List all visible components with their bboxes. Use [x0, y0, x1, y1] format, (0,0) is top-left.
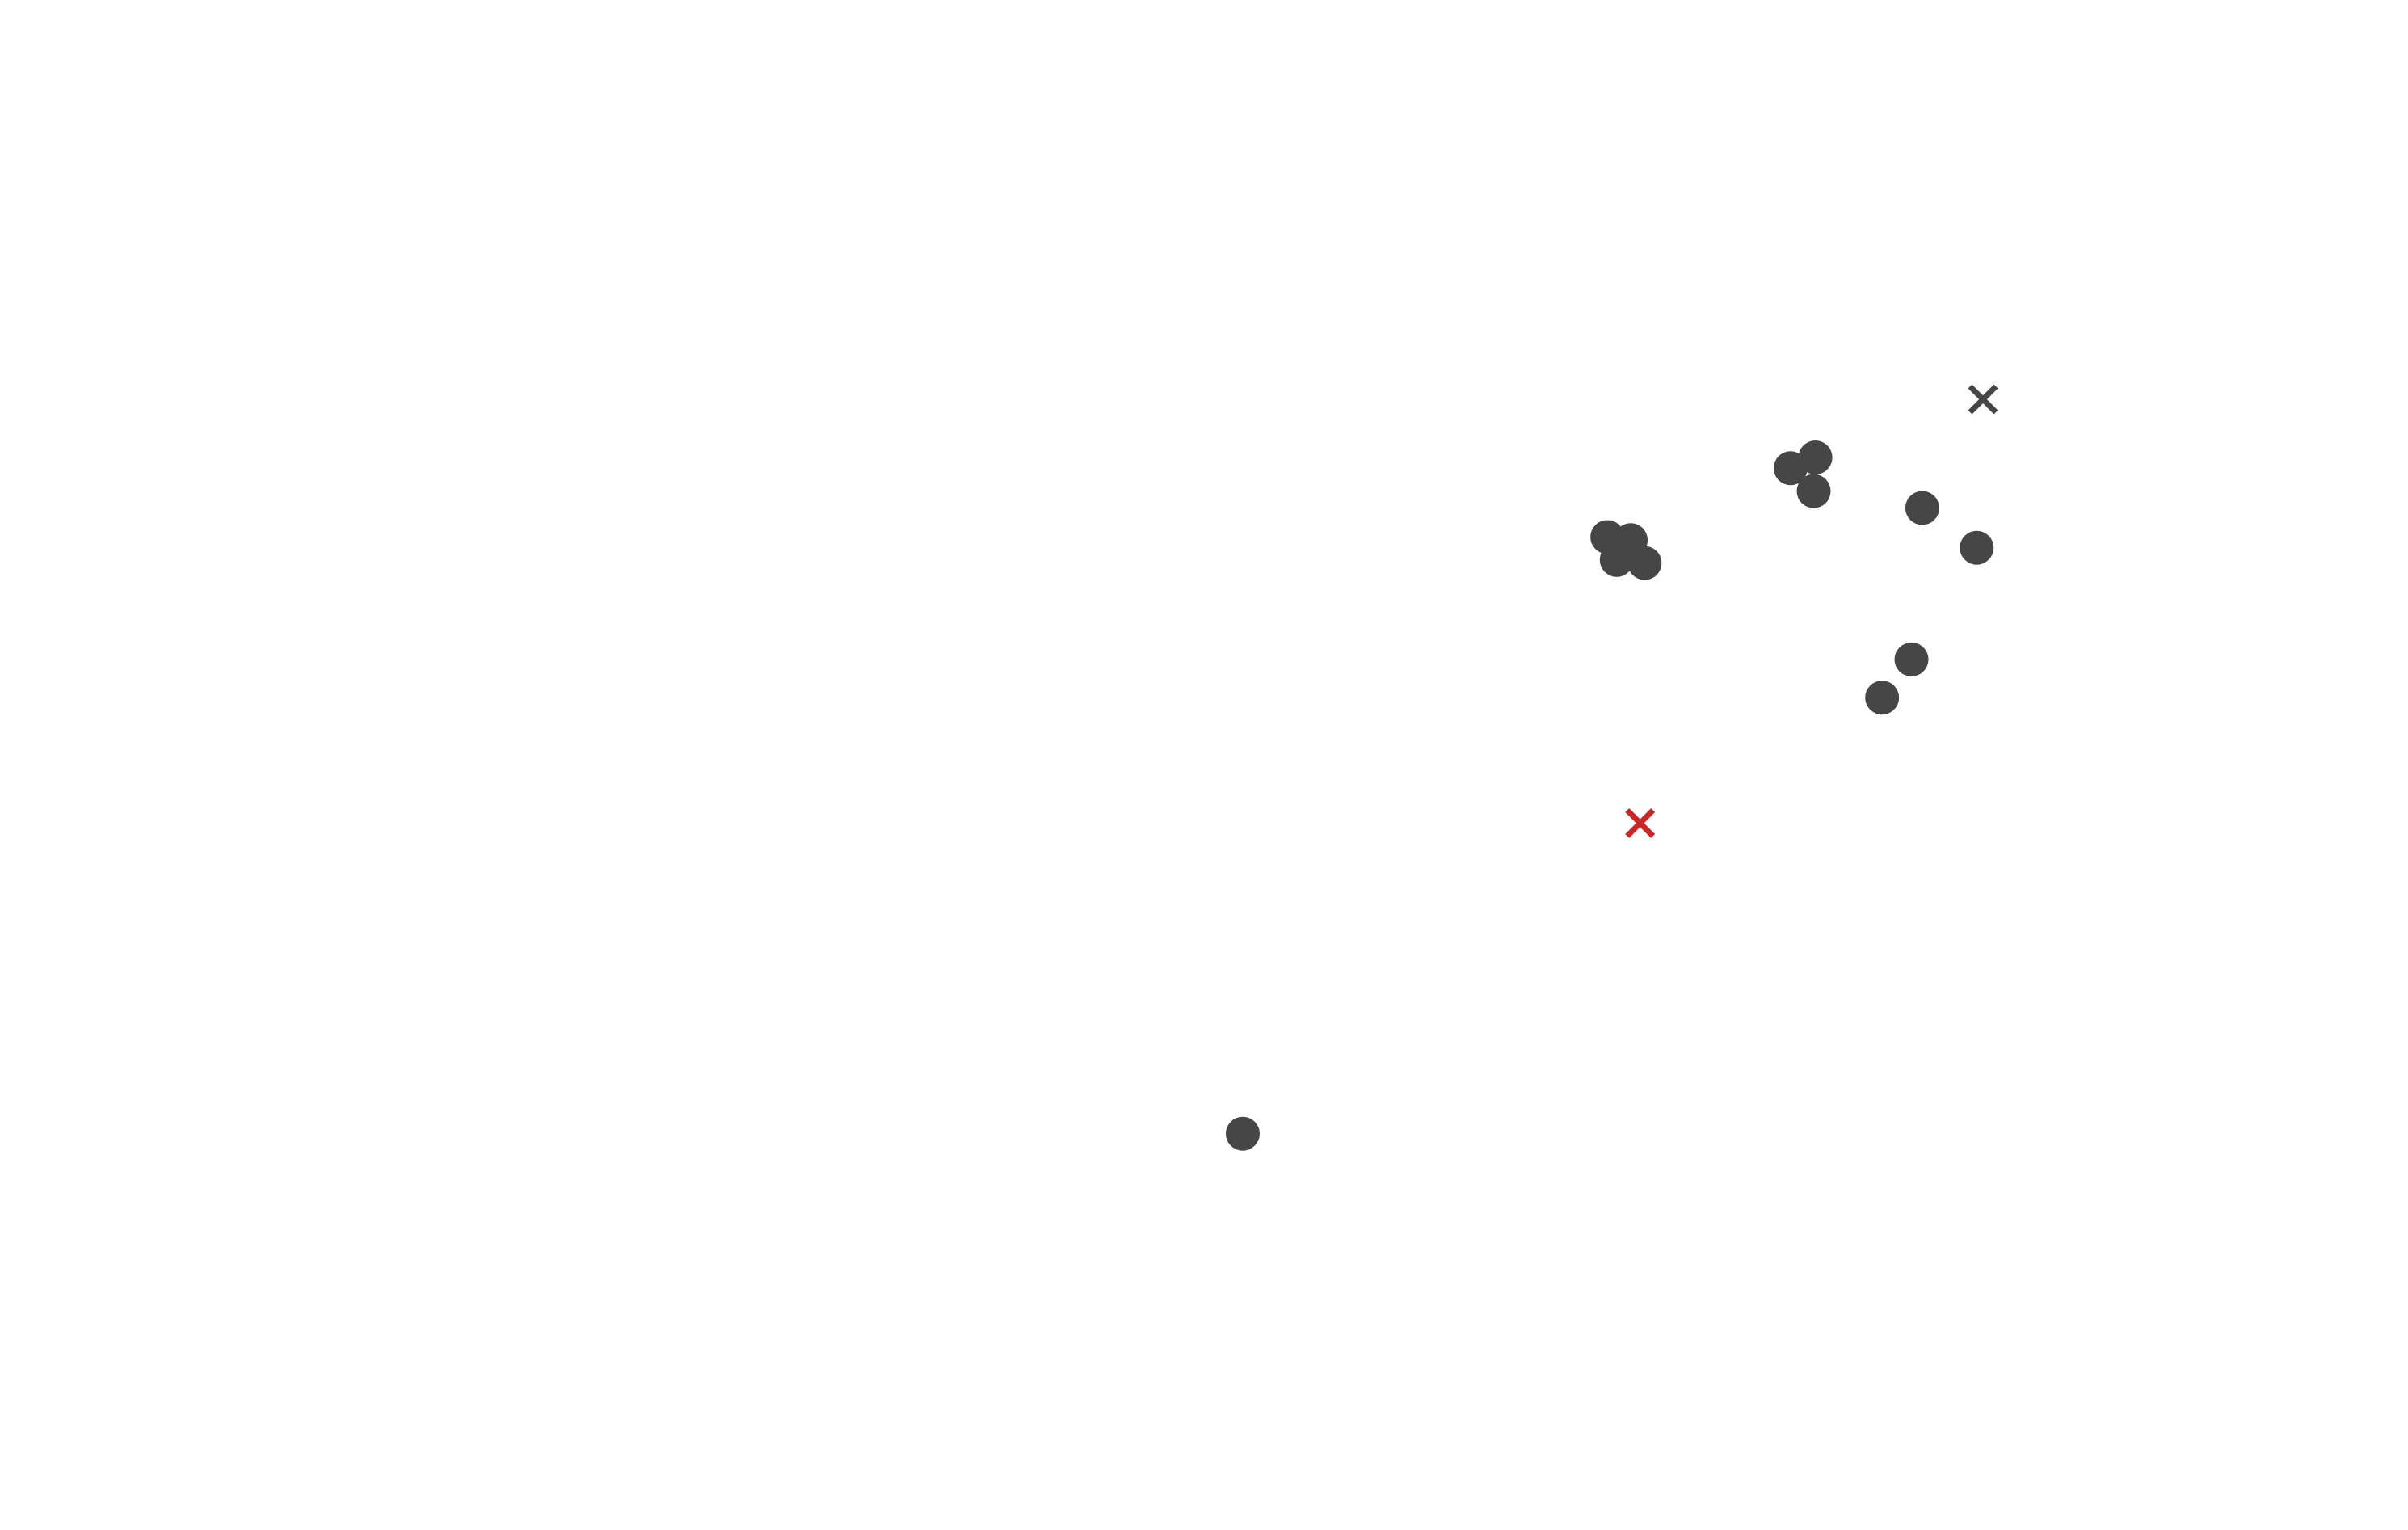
scatter-point: [1225, 1116, 1260, 1151]
x-marker-stroke: [1968, 384, 1998, 415]
scatter-point: [1796, 474, 1831, 508]
centroid-red-marker: [1625, 807, 1656, 838]
scatter-point: [1960, 530, 1994, 565]
scatter-point: [1798, 440, 1833, 475]
scatter-point: [1627, 546, 1662, 580]
scatter-point: [1865, 681, 1900, 715]
centroid-dark-marker: [1968, 384, 1998, 415]
scatter-point: [1599, 542, 1634, 577]
scatter-point: [1894, 642, 1929, 676]
plot-marks: [1225, 384, 1998, 1151]
x-marker-stroke: [1625, 807, 1656, 838]
scatter-point: [1905, 491, 1939, 525]
